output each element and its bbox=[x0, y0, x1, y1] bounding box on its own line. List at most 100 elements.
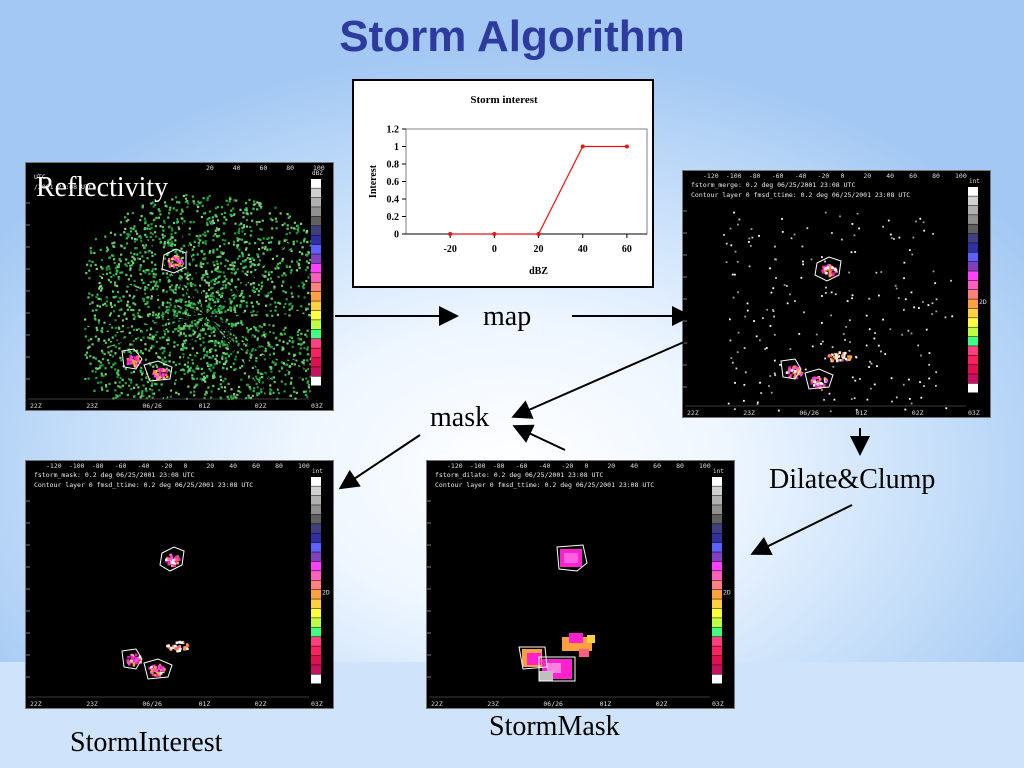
data-point bbox=[492, 232, 497, 236]
axis-top-tick: 0 bbox=[584, 462, 588, 470]
chart-title: Storm interest bbox=[470, 94, 538, 106]
y-tick-label: 0.8 bbox=[387, 160, 400, 171]
legend-swatch bbox=[712, 561, 722, 571]
y-tick-label: 1 bbox=[394, 142, 399, 153]
x-axis-label: dBZ bbox=[529, 266, 548, 277]
axis-top-tick: -100 bbox=[726, 172, 742, 180]
axis-bottom-tick: 01Z bbox=[856, 409, 868, 417]
axis-bottom-tick: 02Z bbox=[912, 409, 924, 417]
axis-top-tick: -120 bbox=[46, 462, 62, 470]
axis-top-tick: -60 bbox=[516, 462, 528, 470]
axis-top-tick: -100 bbox=[470, 462, 486, 470]
dilated-storm-cell bbox=[527, 653, 541, 665]
storm-mask-label: StormMask bbox=[489, 711, 620, 742]
legend-swatch bbox=[968, 364, 978, 374]
axis-top-tick: 60 bbox=[252, 462, 260, 470]
side-label: 2D bbox=[723, 589, 731, 597]
axis-bottom-tick: 01Z bbox=[600, 700, 612, 708]
axis-bottom-tick: 03Z bbox=[311, 700, 323, 708]
legend-swatch bbox=[712, 599, 722, 609]
axis-top-tick: 80 bbox=[286, 164, 294, 172]
legend-swatch bbox=[311, 589, 321, 599]
storm-contour bbox=[814, 256, 842, 282]
axis-top-tick: -60 bbox=[115, 462, 127, 470]
legend-swatch bbox=[311, 329, 321, 339]
legend-swatch bbox=[311, 571, 321, 580]
axis-bottom-tick: 01Z bbox=[199, 700, 211, 708]
dilated-storm-cell bbox=[579, 649, 589, 657]
legend-swatch bbox=[968, 261, 978, 271]
axis-top-tick: 60 bbox=[260, 164, 268, 172]
legend-swatch bbox=[311, 226, 321, 235]
legend-swatch bbox=[712, 486, 722, 496]
legend-swatch bbox=[968, 355, 978, 365]
axis-top-tick: -80 bbox=[92, 462, 104, 470]
x-tick-label: 40 bbox=[578, 244, 588, 255]
panel-header-2: Contour layer 0 fmsd_ttime: 0.2 deg 06/2… bbox=[691, 191, 910, 199]
legend-swatch bbox=[712, 514, 722, 524]
legend-swatch bbox=[311, 348, 321, 358]
axis-bottom-tick: 23Z bbox=[487, 700, 499, 708]
y-tick-label: 0.2 bbox=[387, 212, 400, 223]
storm-contour bbox=[159, 546, 185, 572]
data-point bbox=[580, 144, 585, 149]
axis-top-tick: -40 bbox=[138, 462, 150, 470]
legend-swatch bbox=[968, 280, 978, 290]
panel-header-1: fstorm_merge: 0.2 deg 06/25/2001 23:08 U… bbox=[691, 181, 855, 189]
legend-swatch bbox=[311, 599, 321, 609]
legend-swatch bbox=[712, 618, 722, 628]
legend-swatch bbox=[311, 367, 321, 377]
legend-swatch bbox=[311, 665, 321, 675]
legend-label: int bbox=[713, 468, 724, 475]
x-tick-label: 0 bbox=[492, 244, 497, 255]
legend-swatch bbox=[968, 290, 978, 299]
axis-top-tick: 80 bbox=[676, 462, 684, 470]
side-label: 2D bbox=[979, 298, 987, 306]
axis-top-tick: -80 bbox=[749, 172, 761, 180]
arrow-merge-to-mask bbox=[511, 341, 685, 419]
axis-top-tick: 20 bbox=[863, 172, 871, 180]
y-tick-label: 0 bbox=[394, 230, 399, 241]
legend-swatch bbox=[712, 542, 722, 552]
x-tick-label: 60 bbox=[622, 244, 632, 255]
arrow-storm-mask-to-mask bbox=[512, 424, 566, 451]
legend-swatch bbox=[968, 374, 978, 384]
legend-swatch bbox=[311, 320, 321, 330]
storm-contour bbox=[143, 360, 173, 382]
axis-top-tick: 100 bbox=[313, 164, 325, 172]
axis-bottom-tick: 02Z bbox=[255, 402, 267, 410]
legend-swatch bbox=[311, 235, 321, 245]
axis-top-tick: -40 bbox=[795, 172, 807, 180]
legend-swatch bbox=[311, 282, 321, 292]
axis-top-tick: 20 bbox=[206, 164, 214, 172]
axis-top-tick: -20 bbox=[818, 172, 830, 180]
legend-label: int bbox=[969, 178, 980, 185]
dilated-storm-cell bbox=[547, 663, 561, 673]
axis-top-tick: -120 bbox=[703, 172, 719, 180]
axis-bottom-tick: 03Z bbox=[311, 402, 323, 410]
legend-swatch bbox=[311, 216, 321, 226]
dilated-storm-cell bbox=[587, 635, 595, 643]
legend-swatch bbox=[968, 346, 978, 356]
panel-header-1: fstorm_dilate: 0.2 deg 06/25/2001 23:08 … bbox=[435, 471, 603, 479]
reflectivity-label: Reflectivity bbox=[36, 172, 169, 203]
legend-swatch bbox=[712, 495, 722, 505]
legend-swatch bbox=[311, 608, 321, 618]
legend-swatch bbox=[311, 310, 321, 320]
axis-top-tick: 100 bbox=[955, 172, 967, 180]
axis-bottom-tick: 22Z bbox=[30, 700, 42, 708]
legend-swatch bbox=[311, 244, 321, 254]
legend-swatch bbox=[311, 655, 321, 665]
axis-top-tick: 40 bbox=[630, 462, 638, 470]
axis-bottom-tick: 06/26 bbox=[799, 409, 819, 417]
legend-swatch bbox=[712, 533, 722, 543]
legend-swatch bbox=[712, 580, 722, 590]
axis-bottom-tick: 22Z bbox=[687, 409, 699, 417]
legend-swatch bbox=[311, 533, 321, 543]
